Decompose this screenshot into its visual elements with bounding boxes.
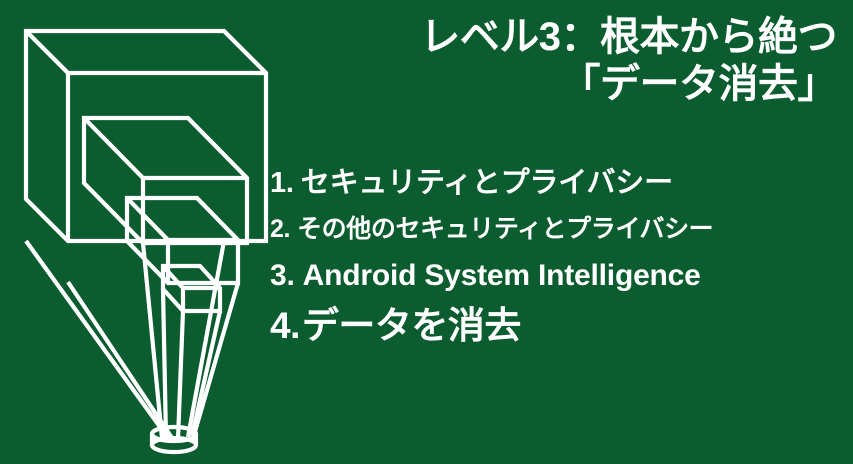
- steps-list: 1. セキュリティとプライバシー 2. その他のセキュリティとプライバシー 3.…: [270, 160, 853, 352]
- funnel-converging-lines: [24, 239, 227, 440]
- step-item-3: 3. Android System Intelligence: [270, 252, 853, 300]
- nested-cubes-funnel-graphic: [23, 28, 269, 455]
- step-number-1: 1.: [270, 167, 294, 199]
- step-label-2: その他のセキュリティとプライバシー: [297, 215, 714, 243]
- step-number-2: 2.: [270, 215, 291, 243]
- step-label-1: セキュリティとプライバシー: [300, 167, 673, 199]
- step-item-1: 1. セキュリティとプライバシー: [270, 160, 853, 206]
- step-number-3: 3.: [270, 259, 295, 292]
- step-item-2: 2. その他のセキュリティとプライバシー: [270, 206, 853, 252]
- step-label-3: Android System Intelligence: [302, 259, 701, 292]
- page-title-line-1: レベル3：根本から絶つ: [420, 15, 837, 59]
- step-item-4: 4. データを消去: [270, 300, 853, 352]
- cube-level-1: [23, 28, 269, 244]
- page-title: レベル3：根本から絶つ 「データ消去」: [262, 14, 837, 108]
- step-number-4: 4.: [270, 305, 300, 346]
- page-title-line-2: 「データ消去」: [560, 62, 838, 106]
- funnel-front-strands: [140, 242, 241, 440]
- step-label-4: データを消去: [301, 305, 522, 346]
- text-column: レベル3：根本から絶つ 「データ消去」 1. セキュリティとプライバシー 2. …: [262, 0, 853, 464]
- funnel-nozzle: [149, 424, 199, 455]
